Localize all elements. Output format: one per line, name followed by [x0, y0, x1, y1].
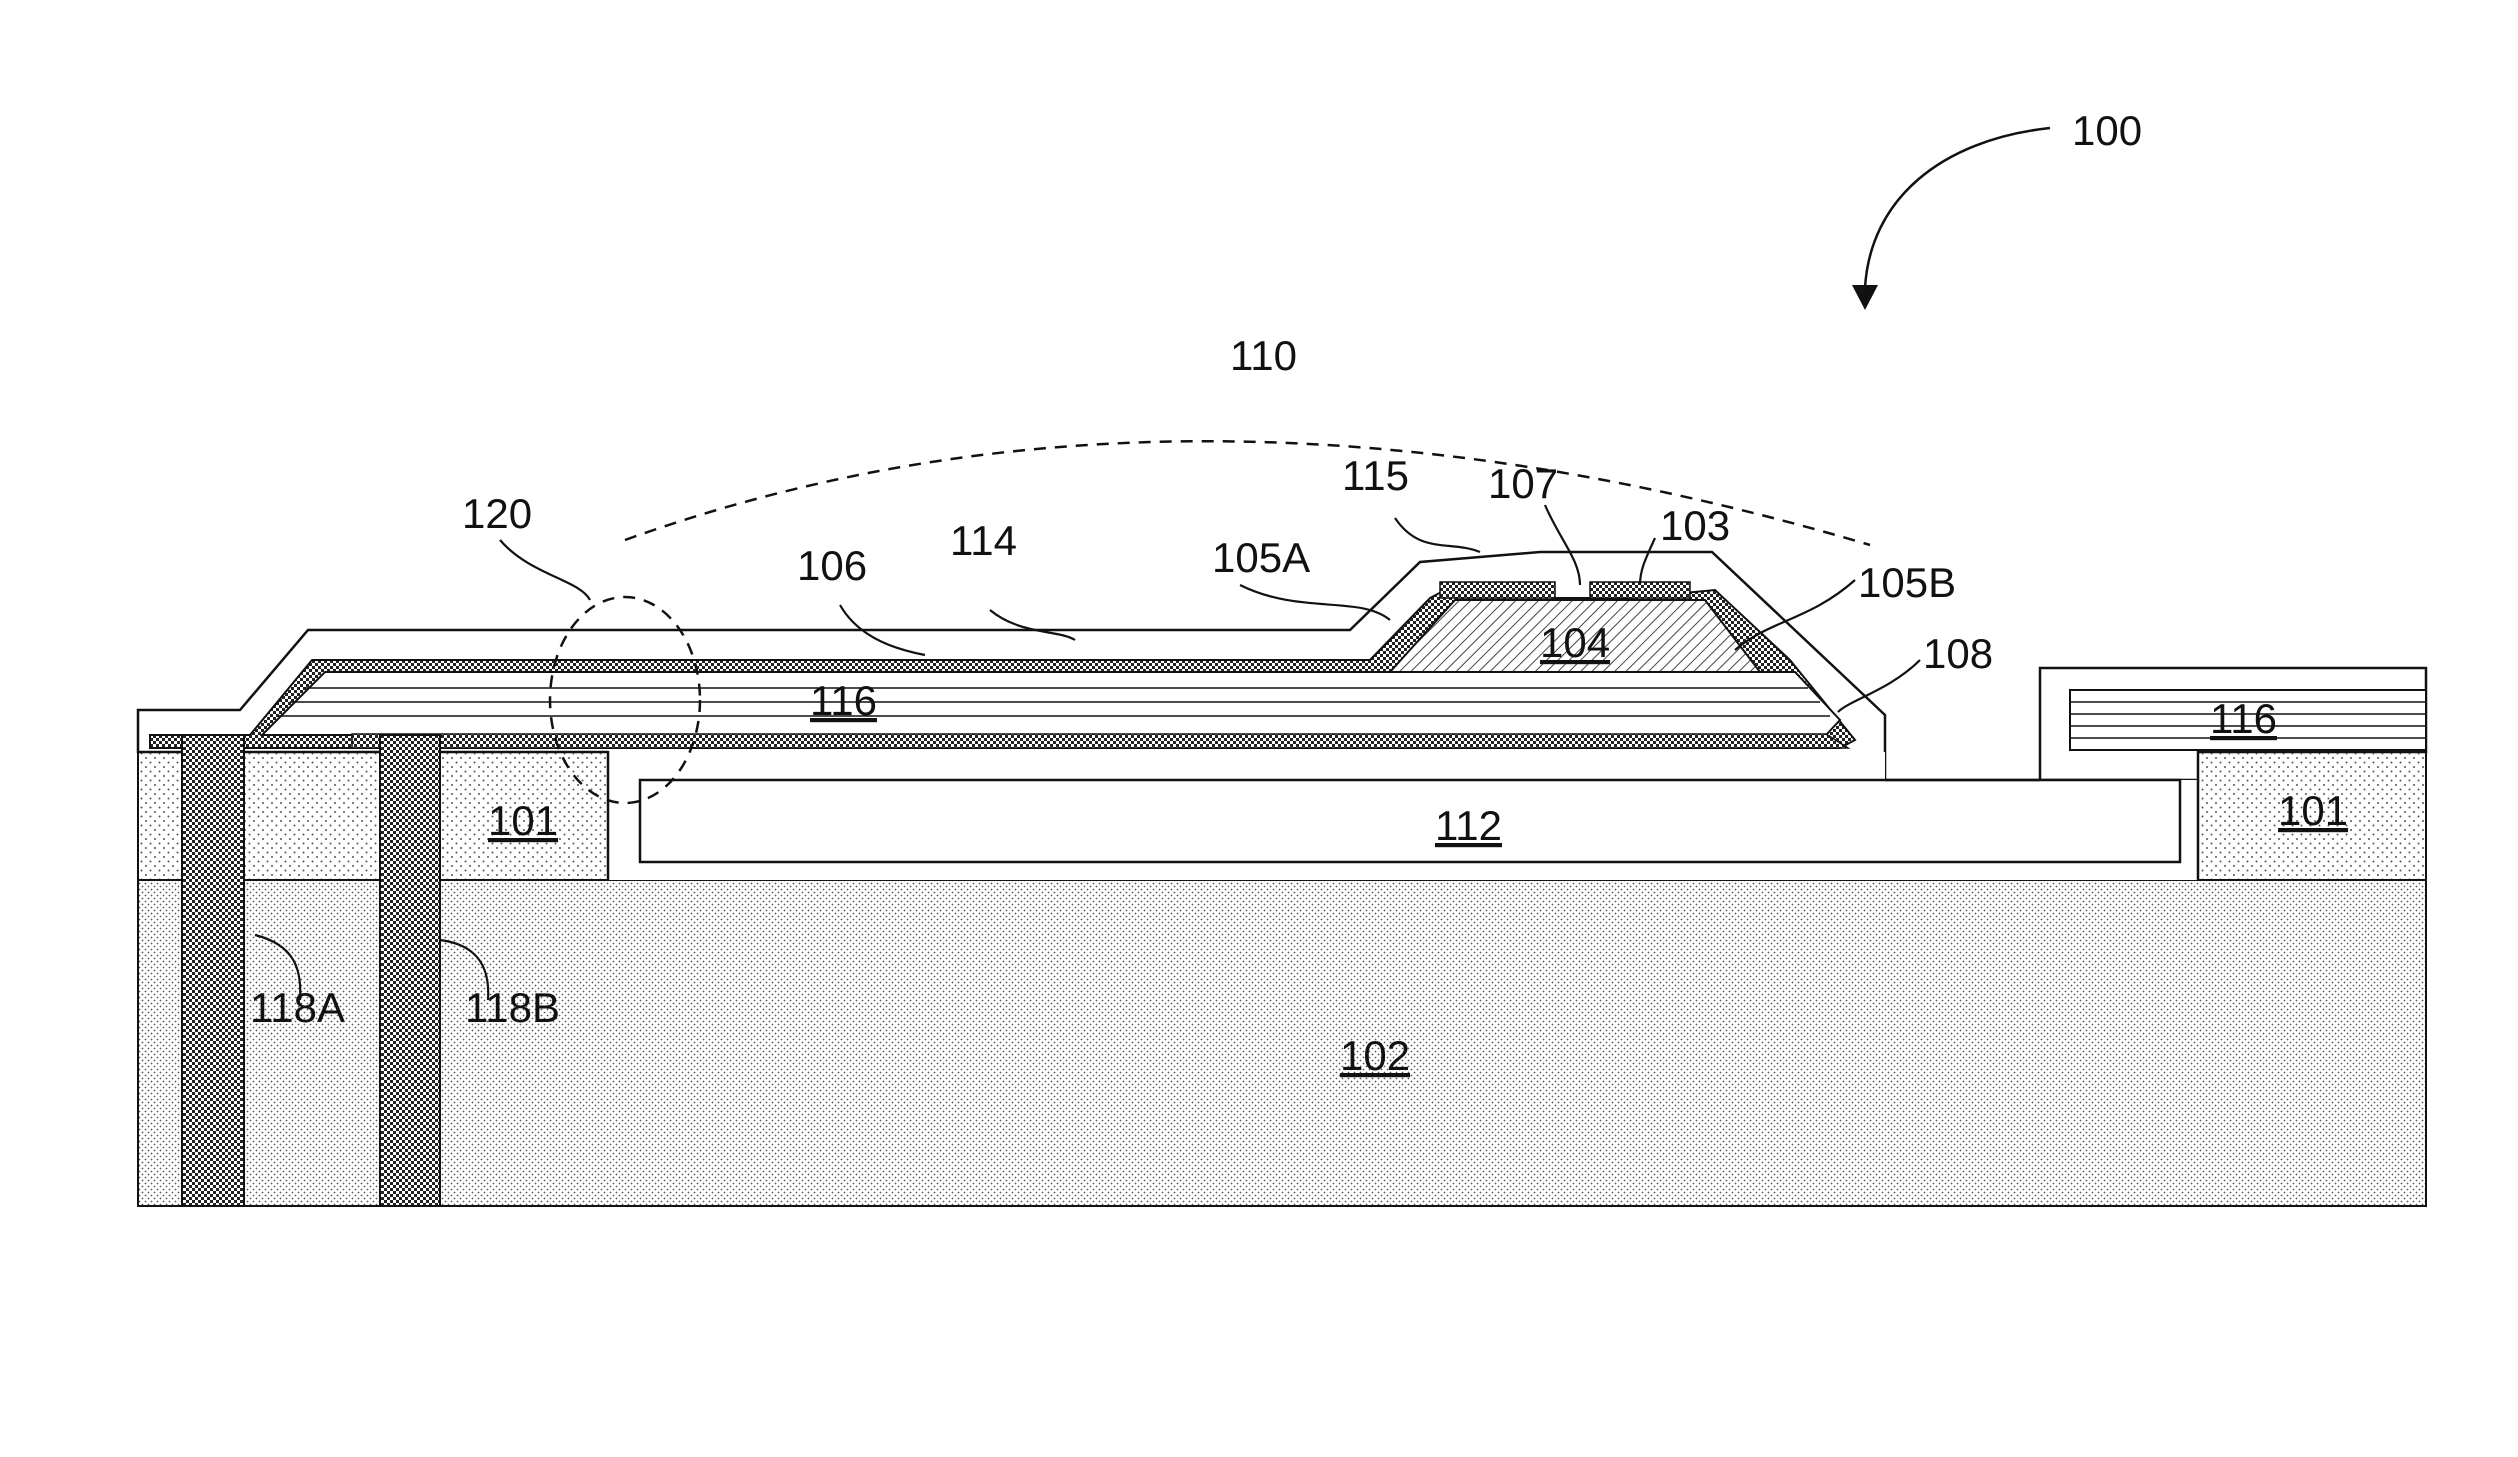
- substrate-102: [138, 880, 2426, 1206]
- label-101-right: 101: [2278, 787, 2348, 834]
- label-106: 106: [797, 542, 867, 589]
- label-120: 120: [462, 490, 532, 537]
- label-116-right: 116: [2210, 695, 2277, 742]
- label-112: 112: [1435, 802, 1502, 849]
- via-118A: [182, 735, 244, 1206]
- label-118A: 118A: [250, 984, 345, 1031]
- label-107: 107: [1488, 460, 1558, 507]
- label-101-left: 101: [488, 797, 558, 844]
- label-115: 115: [1342, 452, 1409, 499]
- label-102: 102: [1340, 1032, 1410, 1079]
- figure-arrow: [1865, 128, 2050, 288]
- label-104: 104: [1540, 619, 1610, 666]
- figure-ref-label: 100: [2072, 107, 2142, 154]
- label-103: 103: [1660, 502, 1730, 549]
- label-105B: 105B: [1858, 559, 1956, 606]
- label-105A: 105A: [1212, 534, 1310, 581]
- label-114: 114: [950, 517, 1017, 564]
- via-118B: [380, 735, 440, 1206]
- label-118B: 118B: [465, 984, 560, 1031]
- bottom-electrode: [352, 734, 1848, 748]
- label-108: 108: [1923, 630, 1993, 677]
- arrow-head-icon: [1852, 285, 1878, 310]
- label-110: 110: [1230, 332, 1297, 379]
- layer-stack-116: [262, 672, 1840, 735]
- label-116-left: 116: [810, 677, 877, 724]
- pad-left: [1440, 582, 1555, 598]
